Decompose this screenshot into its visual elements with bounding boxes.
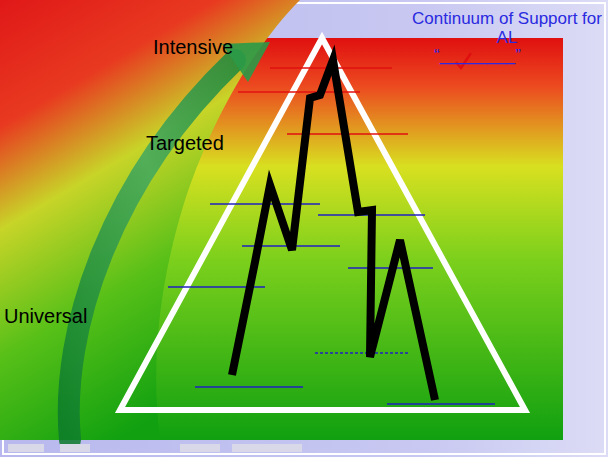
student-need-line [232,60,435,400]
pyramid-outline [120,38,525,410]
slide-title: Continuum of Support for AL [412,9,602,47]
blue-levels [168,204,495,404]
taskbar-icons [8,444,302,452]
growth-arrow [69,60,235,440]
tier-label: Intensive [153,36,233,59]
blank-quote: “________” [434,46,521,66]
tier-label: Targeted [146,132,224,155]
swoosh [0,0,300,440]
tier-label: Universal [4,305,87,328]
